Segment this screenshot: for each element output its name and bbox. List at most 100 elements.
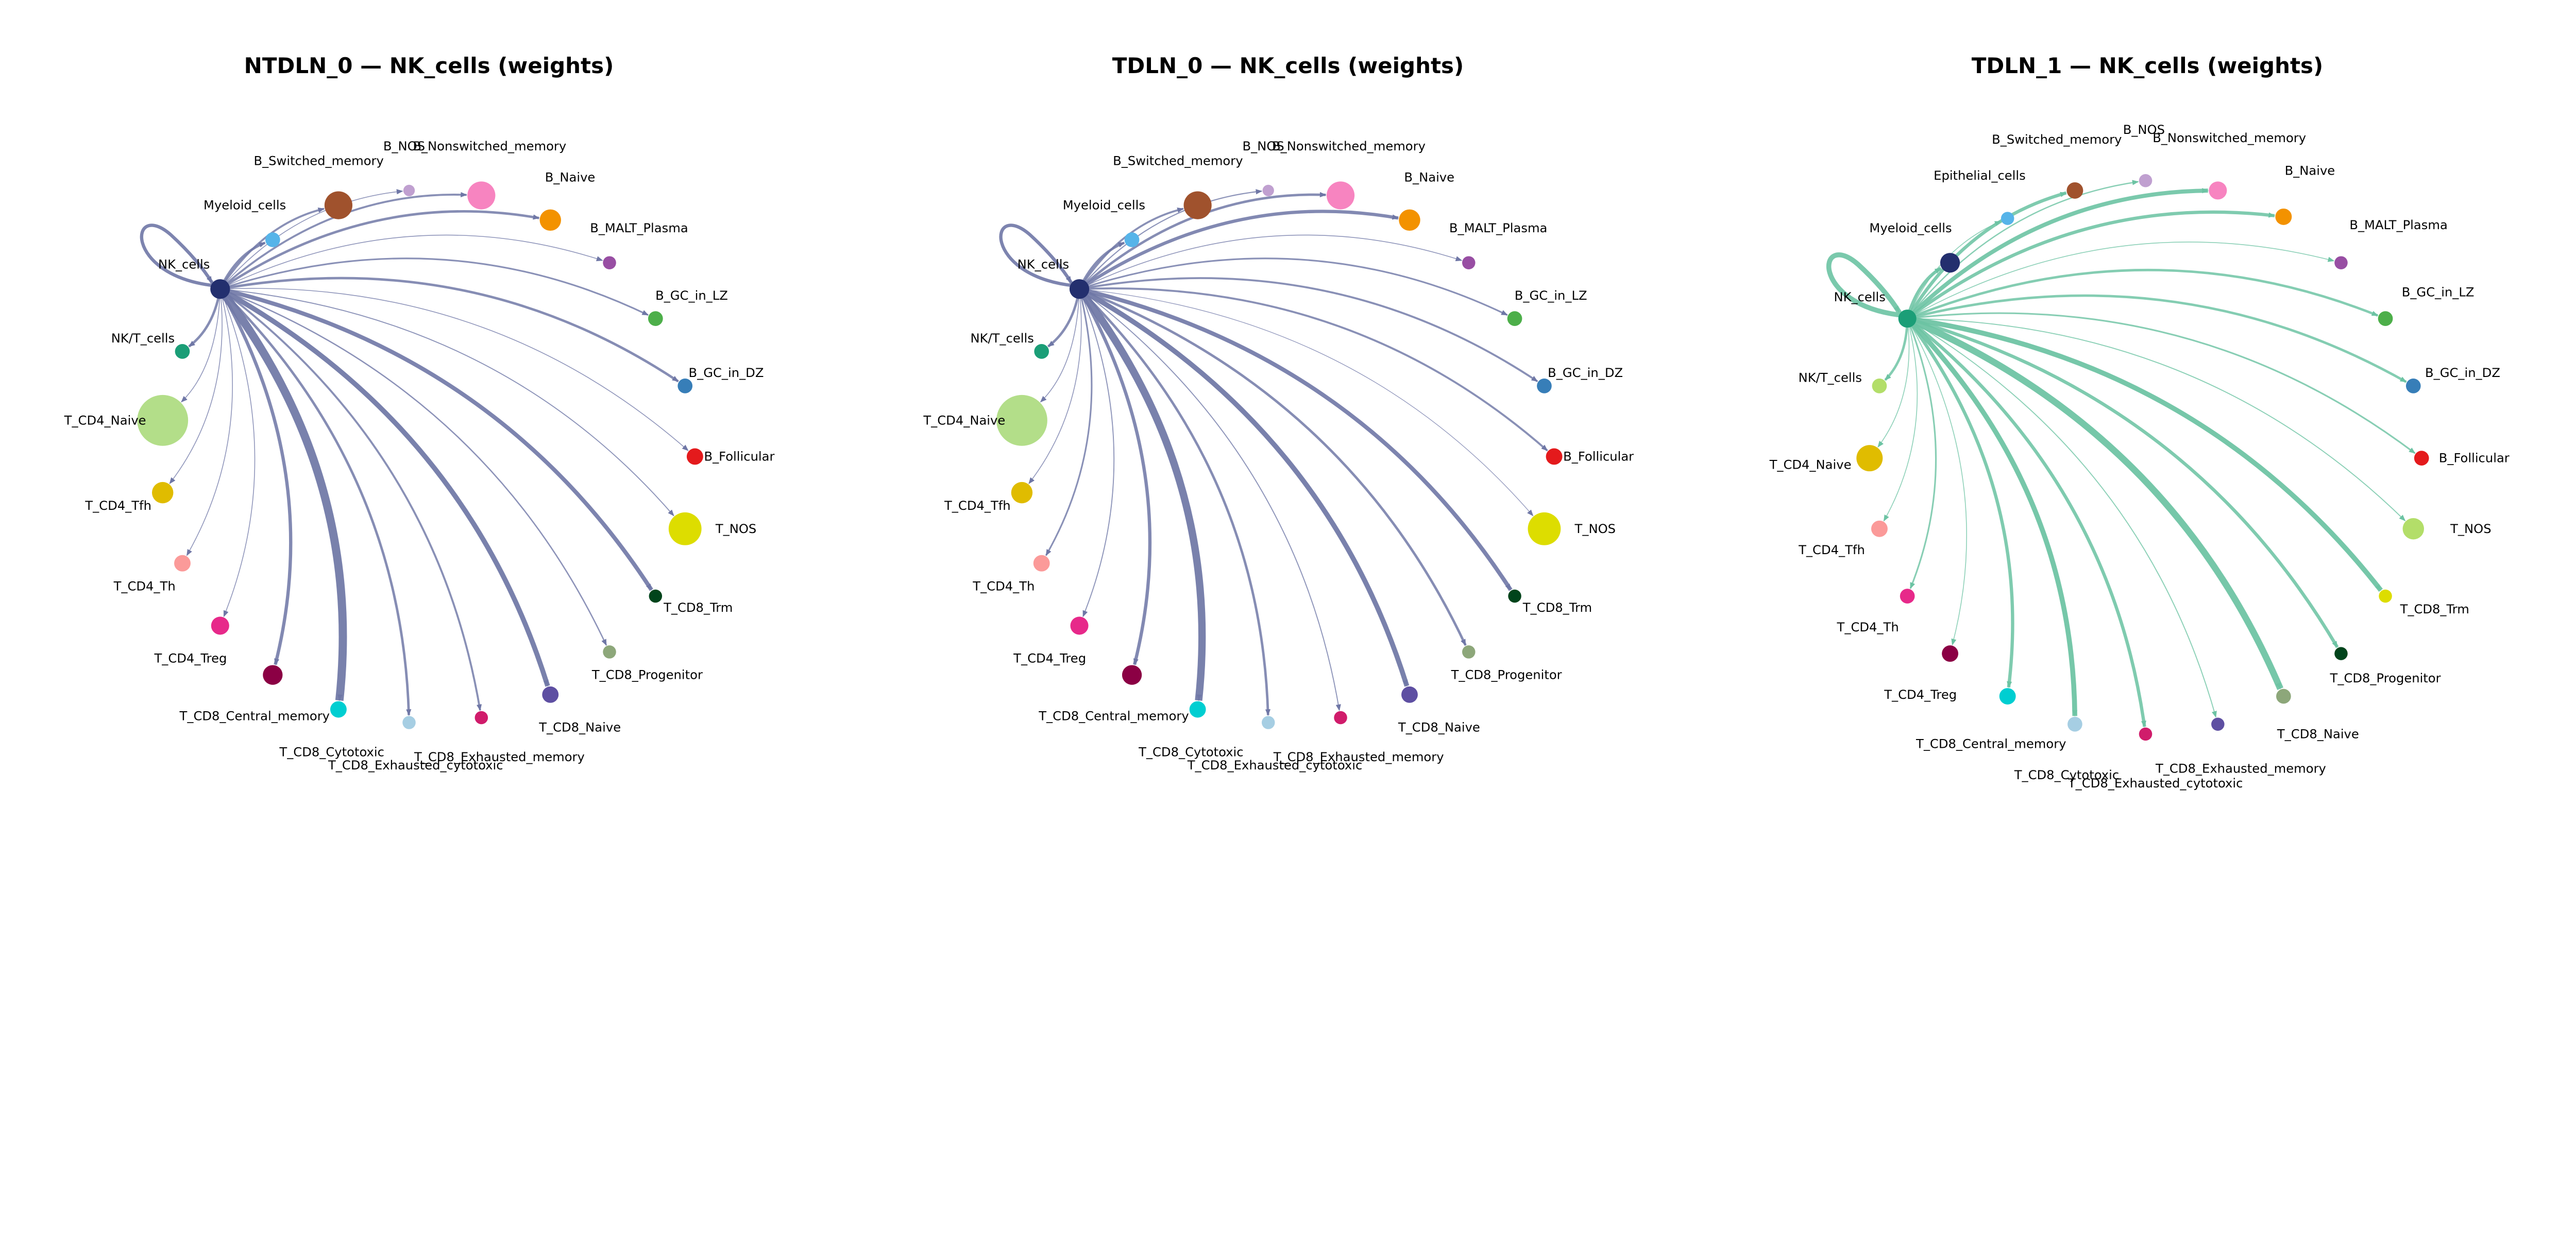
node-circle[interactable] [542,686,559,703]
node-circle[interactable] [263,665,283,685]
node-circle[interactable] [1537,379,1552,393]
node-circle[interactable] [1034,344,1049,359]
node-t-cd8-exhausted-cytotoxic[interactable]: T_CD8_Exhausted_cytotoxic [328,716,503,772]
node-circle[interactable] [1124,232,1140,247]
edge-nk-cells-to-t-cd4-th[interactable] [186,289,233,556]
node-b-gc-in-dz[interactable]: B_GC_in_DZ [2405,366,2500,393]
node-circle[interactable] [1462,645,1476,659]
edge-nk-cells-to-t-cd8-exhausted-cytotoxic[interactable] [1078,288,1271,716]
node-t-cd8-exhausted-memory[interactable]: T_CD8_Exhausted_memory [1273,711,1444,764]
node-circle[interactable] [2211,717,2225,731]
node-circle[interactable] [1856,445,1883,472]
node-b-gc-in-dz[interactable]: B_GC_in_DZ [677,366,764,393]
node-circle[interactable] [1183,191,1212,219]
node-t-cd4-treg[interactable]: T_CD4_Treg [1884,645,1959,702]
node-t-cd8-naive[interactable]: T_CD8_Naive [1398,686,1480,735]
node-b-nos[interactable]: B_NOS [2123,123,2165,187]
edge-nk-cells-to-t-cd4-treg[interactable] [219,288,256,617]
node-t-nos[interactable]: T_NOS [1528,512,1616,545]
edge-nk-cells-to-t-cd8-exhausted-cytotoxic[interactable] [219,288,412,716]
edge-nk-cells-to-b-gc-in-lz[interactable] [1907,268,2379,320]
node-circle[interactable] [1462,256,1476,269]
edge-nk-cells-to-b-gc-in-lz[interactable] [1079,258,1508,316]
node-t-cd4-th[interactable]: T_CD4_Th [972,555,1050,594]
node-b-nonswitched-memory[interactable]: B_Nonswitched_memory [413,139,566,210]
edge-nk-cells-to-t-cd4-th[interactable] [1906,318,1937,589]
node-circle[interactable] [330,701,347,718]
node-circle[interactable] [2334,647,2348,660]
edge-nk-cells-to-b-follicular[interactable] [1079,287,1548,452]
node-t-cd8-progenitor[interactable]: T_CD8_Progenitor [2330,647,2441,685]
node-circle[interactable] [1326,181,1355,210]
node-circle[interactable] [2067,716,2082,732]
node-b-switched-memory[interactable]: B_Switched_memory [1992,132,2122,199]
node-t-cd8-trm[interactable]: T_CD8_Trm [649,589,733,615]
node-t-cd8-central-memory[interactable]: T_CD8_Central_memory [1916,688,2066,751]
node-circle[interactable] [1546,448,1563,465]
node-t-cd4-th[interactable]: T_CD4_Th [1837,589,1915,634]
node-t-cd4-tfh[interactable]: T_CD4_Tfh [84,482,174,513]
edge-nk-cells-to-b-gc-in-dz[interactable] [1907,294,2407,383]
node-circle[interactable] [1999,688,2016,705]
node-b-gc-in-lz[interactable]: B_GC_in_LZ [2378,285,2475,326]
edge-nk-cells-to-b-nonswitched-memory[interactable] [1906,188,2209,320]
node-t-cd8-exhausted-memory[interactable]: T_CD8_Exhausted_memory [414,711,585,764]
edge-nk-cells-to-t-cd8-central-memory[interactable] [218,288,293,665]
node-circle[interactable] [2276,689,2291,704]
node-b-nonswitched-memory[interactable]: B_Nonswitched_memory [2153,131,2306,200]
node-b-nonswitched-memory[interactable]: B_Nonswitched_memory [1272,139,1426,210]
node-t-cd4-tfh[interactable]: T_CD4_Tfh [1798,520,1888,557]
node-t-cd8-central-memory[interactable]: T_CD8_Central_memory [179,665,330,723]
edge-nk-cells-to-t-cd8-cytotoxic[interactable] [216,286,347,701]
node-circle[interactable] [324,191,353,219]
edge-self-loop-nk-cells[interactable] [140,224,217,288]
node-epithelial-cells[interactable]: Epithelial_cells [1934,168,2026,225]
node-circle[interactable] [1011,482,1033,504]
edge-nk-cells-to-t-cd8-naive[interactable] [1906,315,2283,690]
edge-nk-cells-to-t-cd4-tfh[interactable] [1028,289,1082,484]
edge-self-loop-nk-cells[interactable] [1826,252,1905,318]
edge-nk-cells-to-b-gc-in-dz[interactable] [1079,277,1538,383]
edge-nk-cells-to-t-cd8-naive[interactable] [218,287,550,687]
edge-nk-cells-to-t-cd4-treg[interactable] [1079,288,1115,617]
node-circle[interactable] [2066,182,2083,199]
node-circle[interactable] [137,394,189,446]
node-t-cd8-cytotoxic[interactable]: T_CD8_Cytotoxic [279,701,384,760]
edge-nk-cells-to-t-cd8-cytotoxic[interactable] [1905,317,2078,717]
node-circle[interactable] [175,344,190,359]
node-t-cd4-naive[interactable]: T_CD4_Naive [923,394,1047,446]
node-nk-cells[interactable]: NK_cells [1018,257,1090,299]
node-circle[interactable] [668,512,702,545]
node-circle[interactable] [1942,645,1959,662]
node-t-cd4-th[interactable]: T_CD4_Th [113,555,191,594]
node-circle[interactable] [677,379,693,393]
edge-nk-cells-to-t-cd4-tfh[interactable] [1883,318,1918,522]
node-circle[interactable] [649,589,663,603]
edge-nk-cells-to-b-malt-plasma[interactable] [1079,234,1463,289]
node-t-cd4-naive[interactable]: T_CD4_Naive [1769,445,1883,472]
node-t-nos[interactable]: T_NOS [668,512,756,545]
edge-nk-cells-to-t-nos[interactable] [220,288,674,517]
edge-nk-cells-to-b-naive[interactable] [219,210,540,290]
node-circle[interactable] [2405,379,2421,393]
node-circle[interactable] [1872,379,1887,393]
node-circle[interactable] [1507,311,1522,326]
edge-nk-cells-to-b-gc-in-dz[interactable] [219,277,679,383]
edge-nk-cells-to-b-nos[interactable] [219,189,403,289]
edge-nk-cells-to-t-cd8-trm[interactable] [219,287,653,591]
edge-nk-cells-to-t-cd4-treg[interactable] [1907,318,1967,646]
node-nk-cells[interactable]: NK_cells [1834,290,1917,328]
node-t-cd8-progenitor[interactable]: T_CD8_Progenitor [591,645,703,682]
node-circle[interactable] [474,711,488,725]
node-circle[interactable] [1401,686,1418,703]
node-circle[interactable] [2139,727,2153,741]
node-t-cd8-exhausted-cytotoxic[interactable]: T_CD8_Exhausted_cytotoxic [1187,716,1363,772]
node-t-cd8-cytotoxic[interactable]: T_CD8_Cytotoxic [1138,701,1244,760]
node-b-nos[interactable]: B_NOS [1243,139,1284,197]
node-b-malt-plasma[interactable]: B_MALT_Plasma [1449,221,1547,269]
node-circle[interactable] [403,184,415,197]
edge-nk-cells-to-b-naive[interactable] [1078,210,1399,290]
edge-nk-cells-to-t-cd8-cytotoxic[interactable] [1076,286,1206,701]
node-circle[interactable] [2402,518,2425,540]
node-circle[interactable] [2379,589,2392,603]
